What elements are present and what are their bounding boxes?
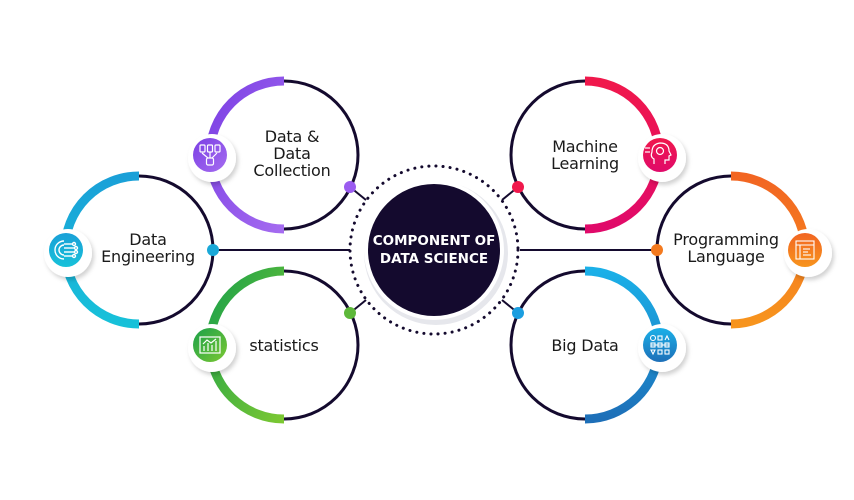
database-funnel-icon [199,144,221,166]
center-title: COMPONENT OF DATA SCIENCE [364,232,504,268]
component-machine-learning[interactable] [509,76,686,234]
label-big-data: Big Data [551,336,619,355]
label-data-collection: Data & Data Collection [253,127,331,180]
component-data-collection[interactable] [188,76,360,234]
center-hub [348,164,520,336]
gear-circuit-icon [54,240,79,260]
center-title-line2: DATA SCIENCE [379,251,489,267]
component-programming-language[interactable] [651,171,832,329]
label-data-engineering: Data Engineering [101,230,195,266]
brain-head-icon [645,142,672,164]
bar-chart-icon [199,336,221,354]
component-data-engineering[interactable] [44,171,219,329]
component-statistics[interactable] [188,266,360,424]
label-machine-learning: Machine Learning [551,137,619,173]
network-nodes-icon [649,334,670,356]
label-programming-language: Programming Language [673,230,779,266]
label-statistics: statistics [249,336,319,355]
center-title-line1: COMPONENT OF [372,233,496,249]
code-window-icon [795,240,815,260]
component-big-data[interactable] [509,266,686,424]
